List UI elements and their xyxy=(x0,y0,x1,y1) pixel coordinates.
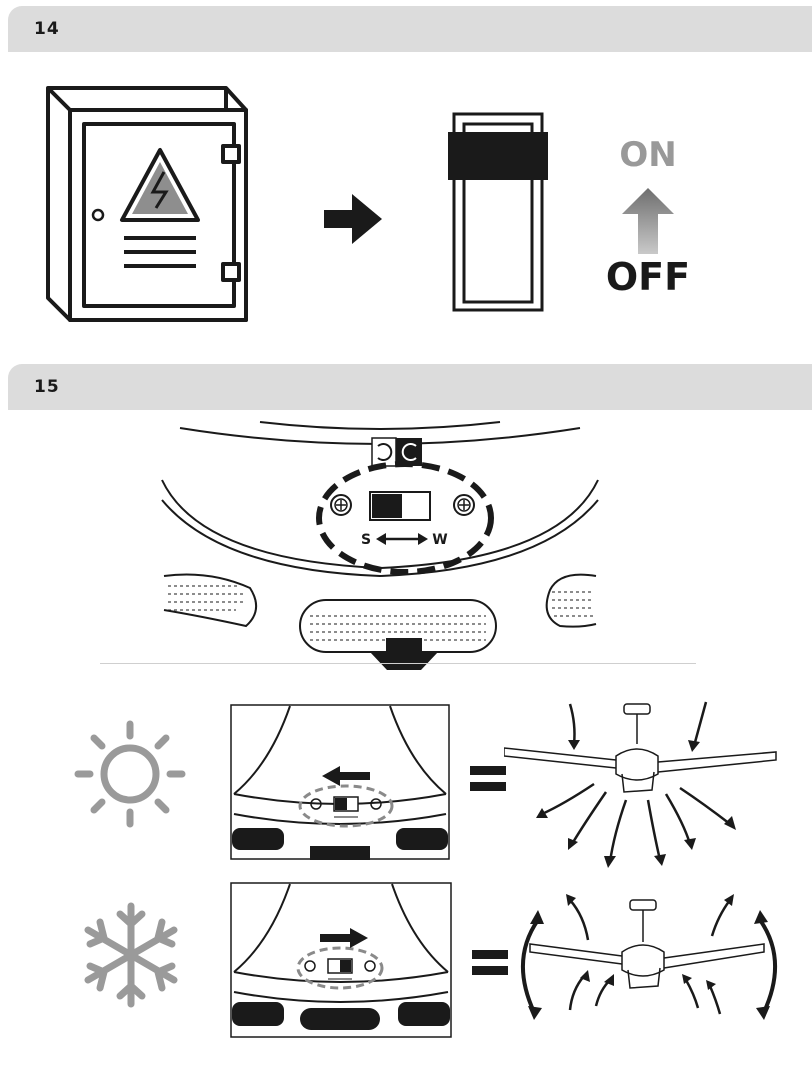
step-number: 15 xyxy=(34,377,60,397)
power-switch-icon xyxy=(448,112,548,312)
section-divider xyxy=(100,663,696,664)
arrow-right-icon xyxy=(324,194,382,244)
electrical-panel-icon xyxy=(46,86,248,322)
off-label: OFF xyxy=(606,255,690,299)
winter-switch-photo xyxy=(230,882,452,1038)
equals-icon xyxy=(470,766,506,791)
on-label: ON xyxy=(619,135,676,175)
step-number: 14 xyxy=(34,19,60,39)
equals-icon xyxy=(472,950,508,975)
fan-downdraft-diagram xyxy=(504,701,777,868)
switch-w-label: W xyxy=(432,532,447,548)
fan-housing-closeup: S W xyxy=(161,421,599,670)
on-off-indicator: ON OFF xyxy=(606,135,690,299)
fan-updraft-diagram xyxy=(520,894,778,1020)
switch-s-label: S xyxy=(361,532,371,548)
summer-switch-photo xyxy=(230,704,450,860)
sun-icon xyxy=(74,720,186,828)
step-14-header: 14 xyxy=(8,6,812,52)
snowflake-icon xyxy=(84,902,178,1008)
step-15-header: 15 xyxy=(8,364,812,410)
